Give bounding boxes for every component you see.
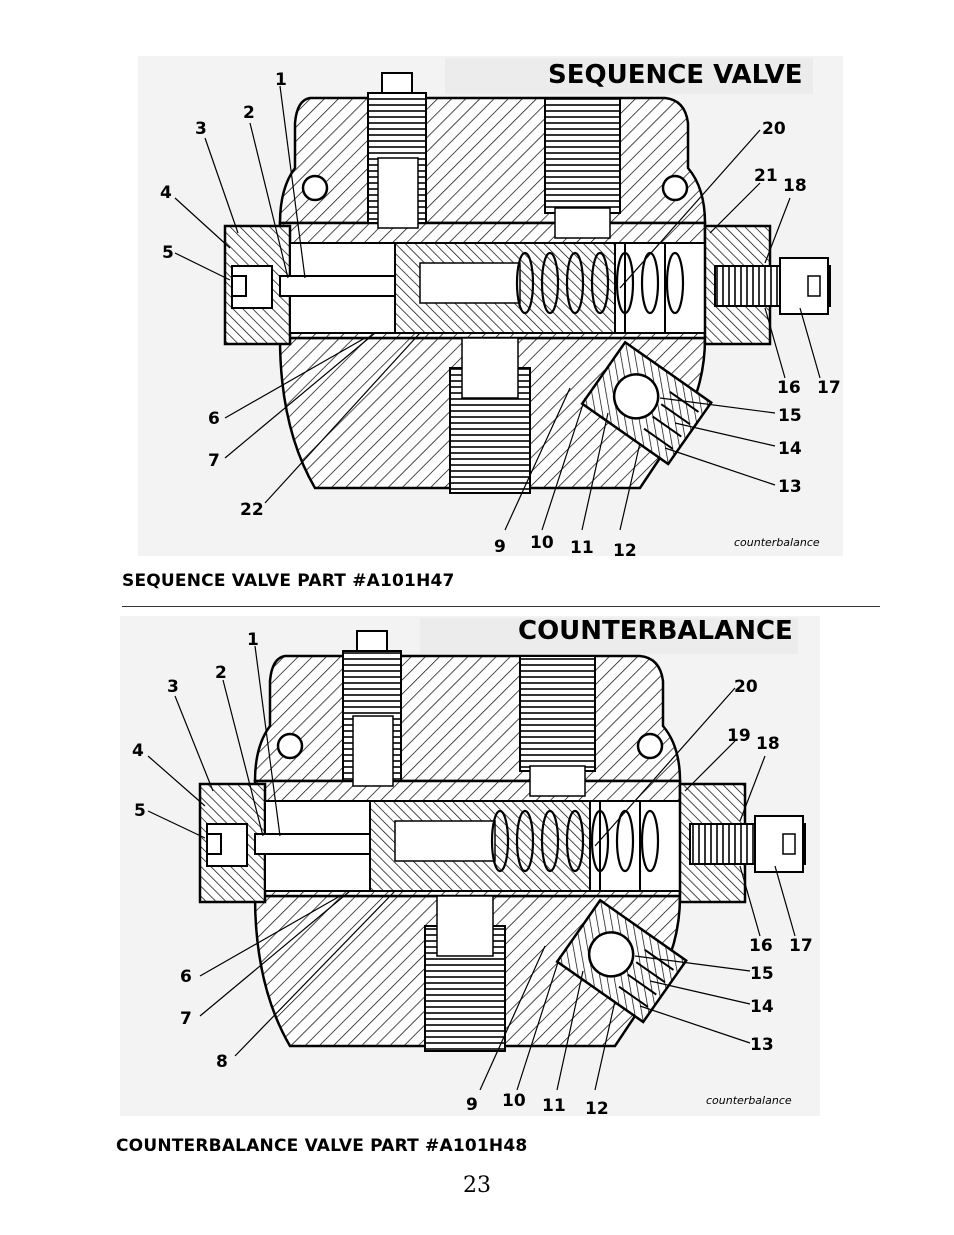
check-valve-cartridge — [580, 340, 713, 466]
callout-11: 11 — [542, 1096, 566, 1116]
leader-lines — [174, 85, 821, 531]
callout-1: 1 — [275, 70, 287, 90]
piston-rod — [279, 275, 401, 297]
diagram-title: SEQUENCE VALVE — [548, 60, 802, 90]
watermark-label: counterbalance — [734, 536, 820, 549]
callout-2: 2 — [215, 663, 227, 683]
screw-slot — [807, 275, 821, 297]
valve-body-upper — [278, 96, 707, 225]
mounting-hole-left — [301, 174, 329, 202]
callout-10: 10 — [502, 1091, 526, 1111]
sequence-valve-caption: SEQUENCE VALVE PART #A101H47 — [122, 571, 455, 591]
callout-15: 15 — [750, 964, 774, 984]
callout-6: 6 — [208, 409, 220, 429]
mounting-hole-right — [636, 732, 664, 760]
mounting-hole-left — [276, 732, 304, 760]
callout-18: 18 — [756, 734, 780, 754]
mounting-hole-right — [661, 174, 689, 202]
callout-1: 1 — [247, 630, 259, 650]
upper-right-port-bore — [529, 765, 586, 797]
watermark-label: counterbalance — [706, 1094, 792, 1107]
top-port-bore — [377, 157, 419, 229]
callout-17: 17 — [789, 936, 813, 956]
sequence-valve-diagram: SEQUENCE VALVE — [120, 48, 845, 568]
callout-13: 13 — [778, 477, 802, 497]
top-port-bore — [352, 715, 394, 787]
divider-line — [122, 606, 880, 607]
diagram-title: COUNTERBALANCE — [518, 616, 793, 646]
callout-8: 8 — [216, 1052, 228, 1072]
piston-rod — [254, 833, 376, 855]
counterbalance-valve-diagram: COUNTERBALANCE — [120, 608, 845, 1128]
title-box — [420, 618, 798, 654]
callout-12: 12 — [585, 1099, 609, 1119]
callout-15: 15 — [778, 406, 802, 426]
callout-7: 7 — [208, 451, 220, 471]
check-ball — [587, 931, 635, 978]
spring — [490, 809, 660, 873]
check-ball — [612, 373, 660, 420]
upper-right-port-thread — [519, 655, 596, 772]
callout-3: 3 — [195, 119, 207, 139]
callout-20: 20 — [762, 119, 786, 139]
callout-10: 10 — [530, 533, 554, 553]
callout-3: 3 — [167, 677, 179, 697]
callout-14: 14 — [750, 997, 774, 1017]
callout-9: 9 — [494, 537, 506, 557]
callout-17: 17 — [817, 378, 841, 398]
callout-14: 14 — [778, 439, 802, 459]
lower-port-bore — [461, 337, 519, 399]
check-valve-cartridge — [555, 898, 688, 1024]
callout-5: 5 — [134, 801, 146, 821]
callout-4: 4 — [132, 741, 144, 761]
left-adjuster-slot — [206, 833, 222, 855]
spool-passage — [419, 262, 521, 304]
callout-2: 2 — [243, 103, 255, 123]
left-adjuster-slot — [231, 275, 247, 297]
callout-13: 13 — [750, 1035, 774, 1055]
valve-cross-section: SEQUENCE VALVE — [138, 56, 843, 561]
callout-16: 16 — [749, 936, 773, 956]
callout-18: 18 — [783, 176, 807, 196]
locknut — [779, 257, 829, 315]
callout-9: 9 — [466, 1095, 478, 1115]
spring — [515, 251, 685, 315]
callout-20: 20 — [734, 677, 758, 697]
spool-passage — [394, 820, 496, 862]
spring-guide — [599, 800, 641, 892]
title-box — [445, 58, 813, 94]
upper-right-port-bore — [554, 207, 611, 239]
upper-right-port-thread — [544, 97, 621, 214]
valve-cross-section: COUNTERBALANCE — [120, 616, 820, 1119]
callout-12: 12 — [613, 541, 637, 561]
leader-lines — [147, 645, 796, 1091]
screw-slot — [782, 833, 796, 855]
callout-4: 4 — [160, 183, 172, 203]
callout-21: 21 — [754, 166, 778, 186]
counterbalance-valve-caption: COUNTERBALANCE VALVE PART #A101H48 — [116, 1136, 528, 1156]
callout-5: 5 — [162, 243, 174, 263]
lower-port-bore — [436, 895, 494, 957]
valve-body-upper — [253, 654, 682, 783]
callout-11: 11 — [570, 538, 594, 558]
callout-6: 6 — [180, 967, 192, 987]
spring-guide — [624, 242, 666, 334]
callout-16: 16 — [777, 378, 801, 398]
locknut — [754, 815, 804, 873]
callout-7: 7 — [180, 1009, 192, 1029]
page-number: 23 — [463, 1173, 491, 1198]
callout-22: 22 — [240, 500, 264, 520]
callout-19: 19 — [727, 726, 751, 746]
